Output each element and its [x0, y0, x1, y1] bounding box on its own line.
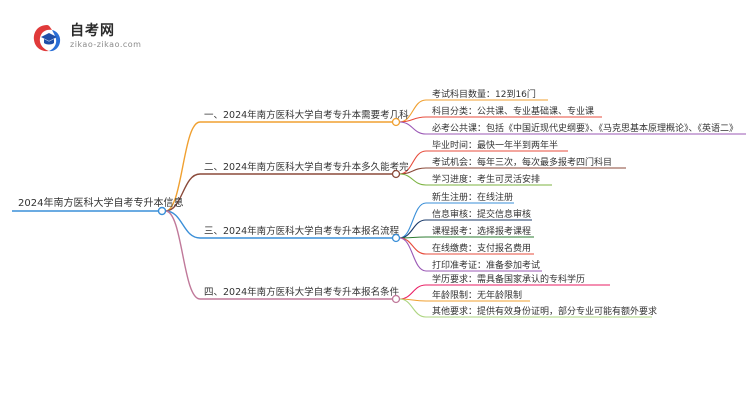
branch-node-dot — [391, 169, 401, 179]
logo-subtitle: zikao-zikao.com — [70, 40, 142, 49]
branch-edge — [165, 173, 201, 212]
leaf-edge — [399, 202, 427, 239]
branch-node-label: 四、2024年南方医科大学自考专升本报名条件 — [204, 286, 400, 298]
leaf-node-label: 打印准考证：准备参加考试 — [432, 259, 540, 271]
leaf-edge — [399, 173, 427, 186]
leaf-node-label: 必考公共课：包括《中国近现代史纲要》、《马克思基本原理概论》、《英语二》 — [432, 122, 738, 134]
leaf-node-label: 其他要求：提供有效身份证明，部分专业可能有额外要求 — [432, 305, 657, 317]
leaf-node-label: 毕业时间：最快一年半到两年半 — [432, 139, 558, 151]
branch-node-label: 一、2024年南方医科大学自考专升本需要考几科 — [204, 109, 409, 121]
leaf-node-label: 学历要求：需具备国家承认的专科学历 — [432, 273, 585, 285]
branch-edge — [165, 121, 201, 212]
mindmap-nodes: 2024年南方医科大学自考专升本信息 一、2024年南方医科大学自考专升本需要考几… — [18, 88, 738, 317]
leaf-edge — [399, 298, 427, 318]
branch-node-label: 二、2024年南方医科大学自考专升本多久能考完 — [204, 161, 409, 173]
leaf-edge — [399, 219, 427, 239]
leaf-node-label: 年龄限制：无年龄限制 — [432, 289, 522, 301]
branch-edge — [165, 210, 201, 300]
leaf-edge — [399, 284, 427, 300]
leaf-node-label: 考试科目数量：12到16门 — [432, 88, 536, 100]
leaf-node-label: 信息审核：提交信息审核 — [432, 208, 531, 220]
mindmap-edges — [12, 99, 746, 318]
leaf-node-label: 课程报考：选择报考课程 — [432, 225, 531, 237]
leaf-edge — [399, 237, 427, 272]
leaf-node-label: 在线缴费：支付报名费用 — [432, 242, 531, 254]
leaf-edge — [399, 237, 427, 255]
leaf-node-label: 科目分类：公共课、专业基础课、专业课 — [432, 105, 594, 117]
branch-node-dot — [391, 294, 401, 304]
root-node-label: 2024年南方医科大学自考专升本信息 — [18, 196, 183, 209]
leaf-node-label: 新生注册：在线注册 — [432, 191, 513, 203]
branch-node-dot — [391, 233, 401, 243]
leaf-node-label: 学习进度：考生可灵活安排 — [432, 173, 540, 185]
site-logo[interactable]: 自考网 zikao-zikao.com — [30, 18, 150, 58]
leaf-edge — [399, 121, 427, 135]
branch-node-label: 三、2024年南方医科大学自考专升本报名流程 — [204, 225, 400, 237]
logo-title: 自考网 — [70, 23, 115, 39]
graduation-cap-icon — [33, 25, 61, 52]
leaf-node-label: 考试机会：每年三次，每次最多报考四门科目 — [432, 156, 612, 168]
root-node-dot — [157, 206, 167, 216]
branch-node-dot — [391, 117, 401, 127]
